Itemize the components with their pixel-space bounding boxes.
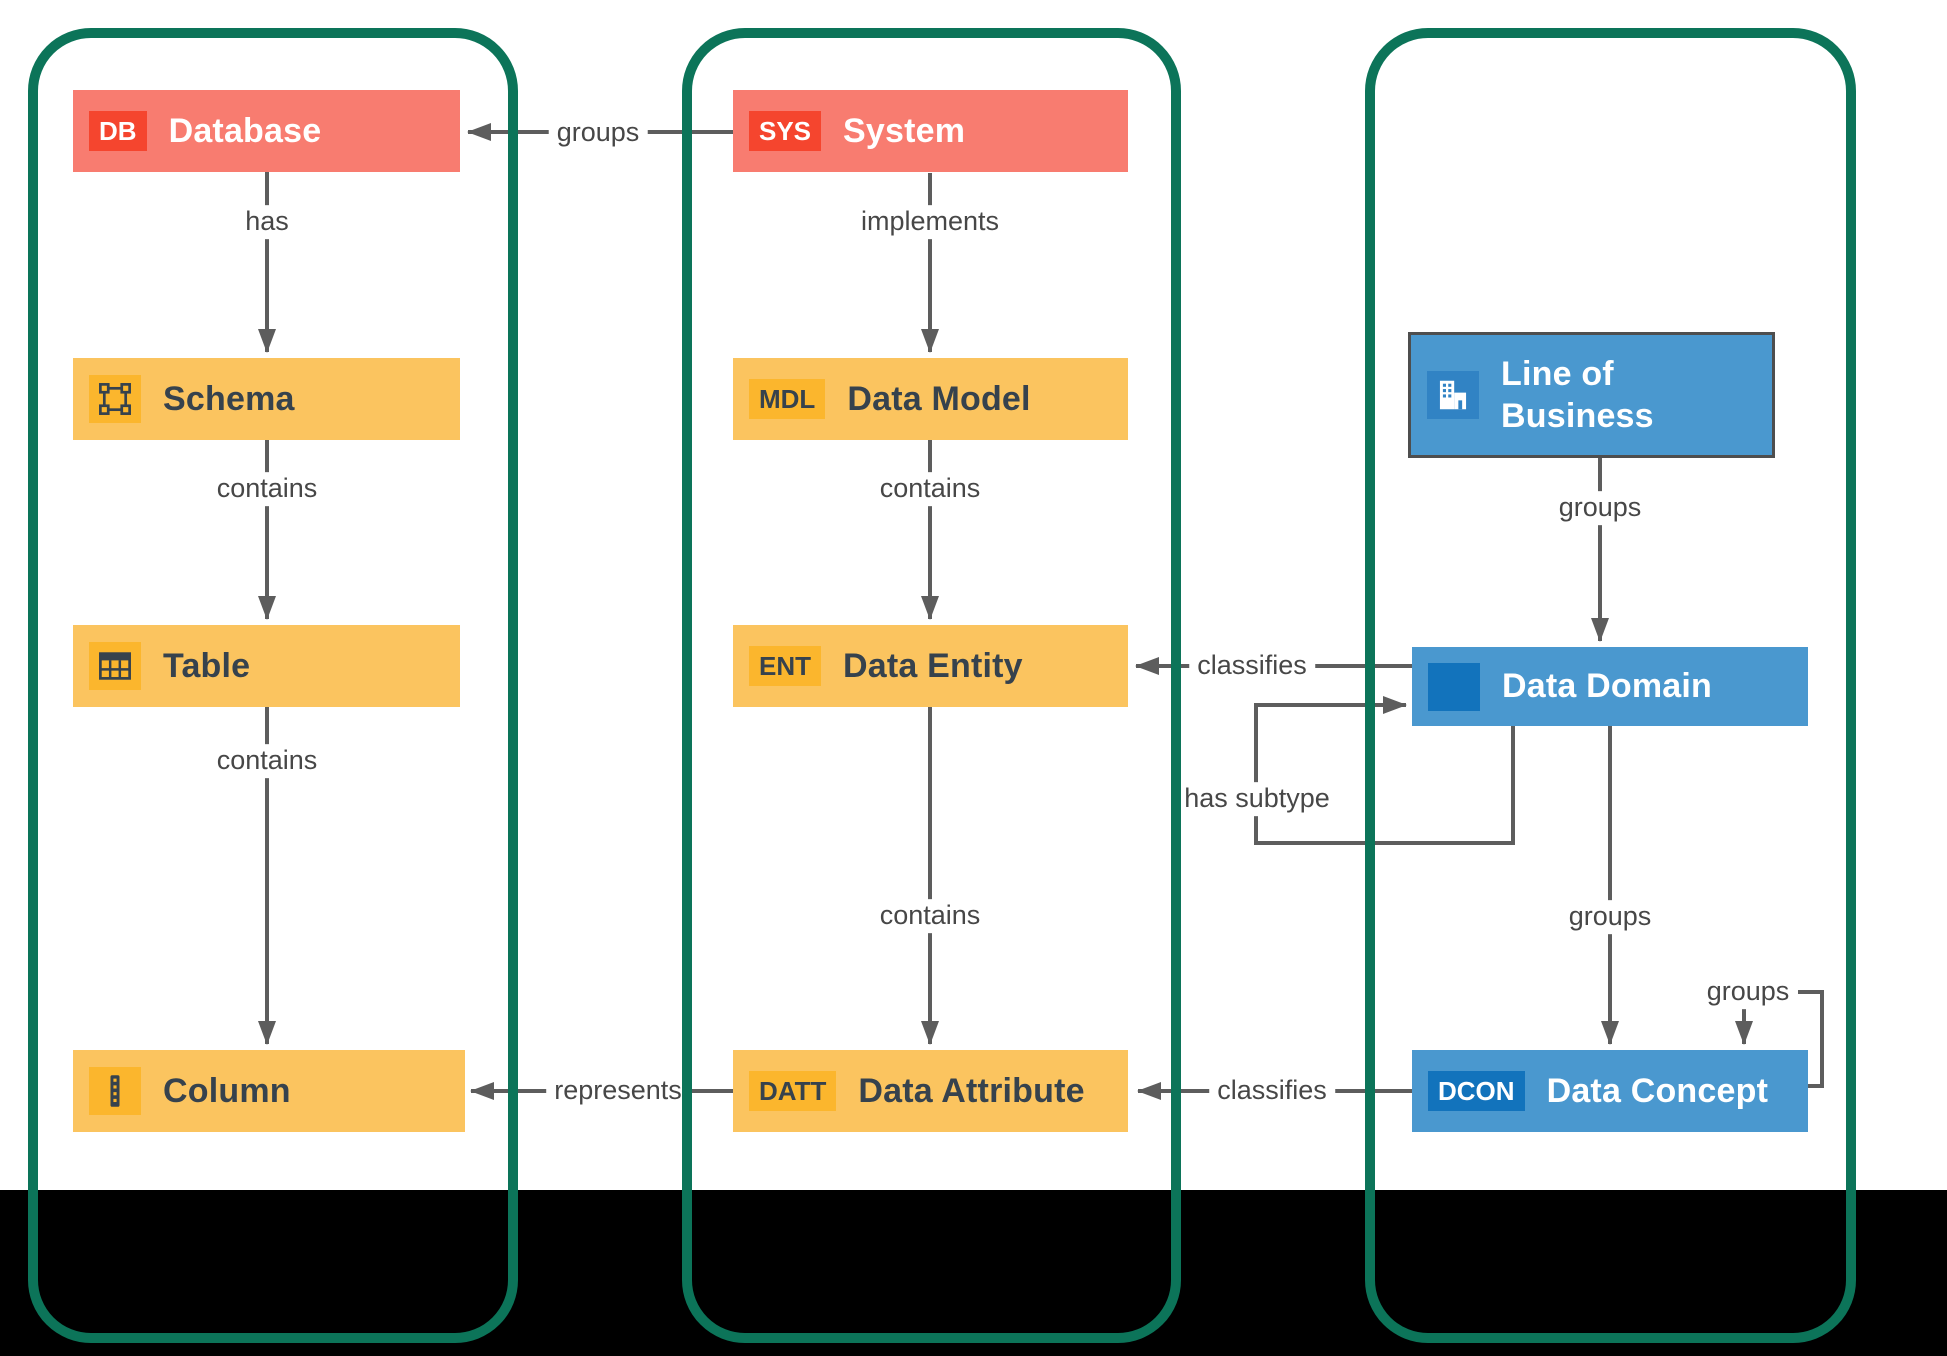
edge-label-implements: implements [852, 205, 1008, 239]
edge-label-has-subtype: has subtype [1176, 782, 1338, 816]
blue-square-icon [1428, 662, 1480, 711]
database-badge: DB [89, 111, 147, 151]
data-entity-badge: ENT [749, 646, 821, 686]
edge-label-classifies: classifies [1209, 1074, 1335, 1108]
schema-icon [89, 375, 141, 423]
node-label: Database [168, 111, 322, 150]
node-data-domain[interactable]: Data Domain [1412, 647, 1808, 726]
node-data-model[interactable]: MDL Data Model [733, 358, 1128, 440]
edge-label-groups: groups [548, 116, 648, 150]
edge-label-contains: contains [208, 472, 326, 506]
building-icon [1427, 371, 1479, 419]
node-data-concept[interactable]: DCON Data Concept [1412, 1050, 1808, 1132]
edge-label-contains: contains [871, 899, 989, 933]
edge-label-classifies: classifies [1189, 649, 1315, 683]
node-table[interactable]: Table [73, 625, 460, 707]
data-concept-badge: DCON [1428, 1071, 1525, 1111]
column-icon [89, 1067, 141, 1115]
node-database[interactable]: DB Database [73, 90, 460, 172]
node-data-attribute[interactable]: DATT Data Attribute [733, 1050, 1128, 1132]
node-line-of-business[interactable]: Line of Business [1408, 332, 1775, 458]
edge-label-contains: contains [871, 472, 989, 506]
node-label: Schema [163, 379, 295, 418]
data-attribute-badge: DATT [749, 1071, 837, 1111]
table-icon [89, 642, 141, 690]
edge-label-groups: groups [1550, 491, 1650, 525]
node-label: Data Domain [1502, 667, 1713, 705]
node-label: Data Attribute [858, 1071, 1085, 1110]
node-system[interactable]: SYS System [733, 90, 1128, 172]
edge-label-groups: groups [1698, 975, 1798, 1009]
node-label: Line of Business [1501, 355, 1654, 435]
edge-label-represents: represents [546, 1074, 690, 1108]
edge-label-groups: groups [1560, 900, 1660, 934]
node-label: Data Entity [843, 646, 1023, 685]
data-model-badge: MDL [749, 379, 826, 419]
node-label: System [843, 111, 966, 150]
node-label: Data Concept [1546, 1071, 1769, 1110]
bottom-black-band [0, 1190, 1947, 1356]
node-label: Table [163, 646, 251, 685]
node-data-entity[interactable]: ENT Data Entity [733, 625, 1128, 707]
node-column[interactable]: Column [73, 1050, 465, 1132]
node-label: Data Model [847, 379, 1031, 418]
node-label: Column [163, 1071, 291, 1110]
edge-label-has: has [237, 205, 297, 239]
system-badge: SYS [749, 111, 822, 151]
edge-label-contains: contains [208, 744, 326, 778]
node-schema[interactable]: Schema [73, 358, 460, 440]
